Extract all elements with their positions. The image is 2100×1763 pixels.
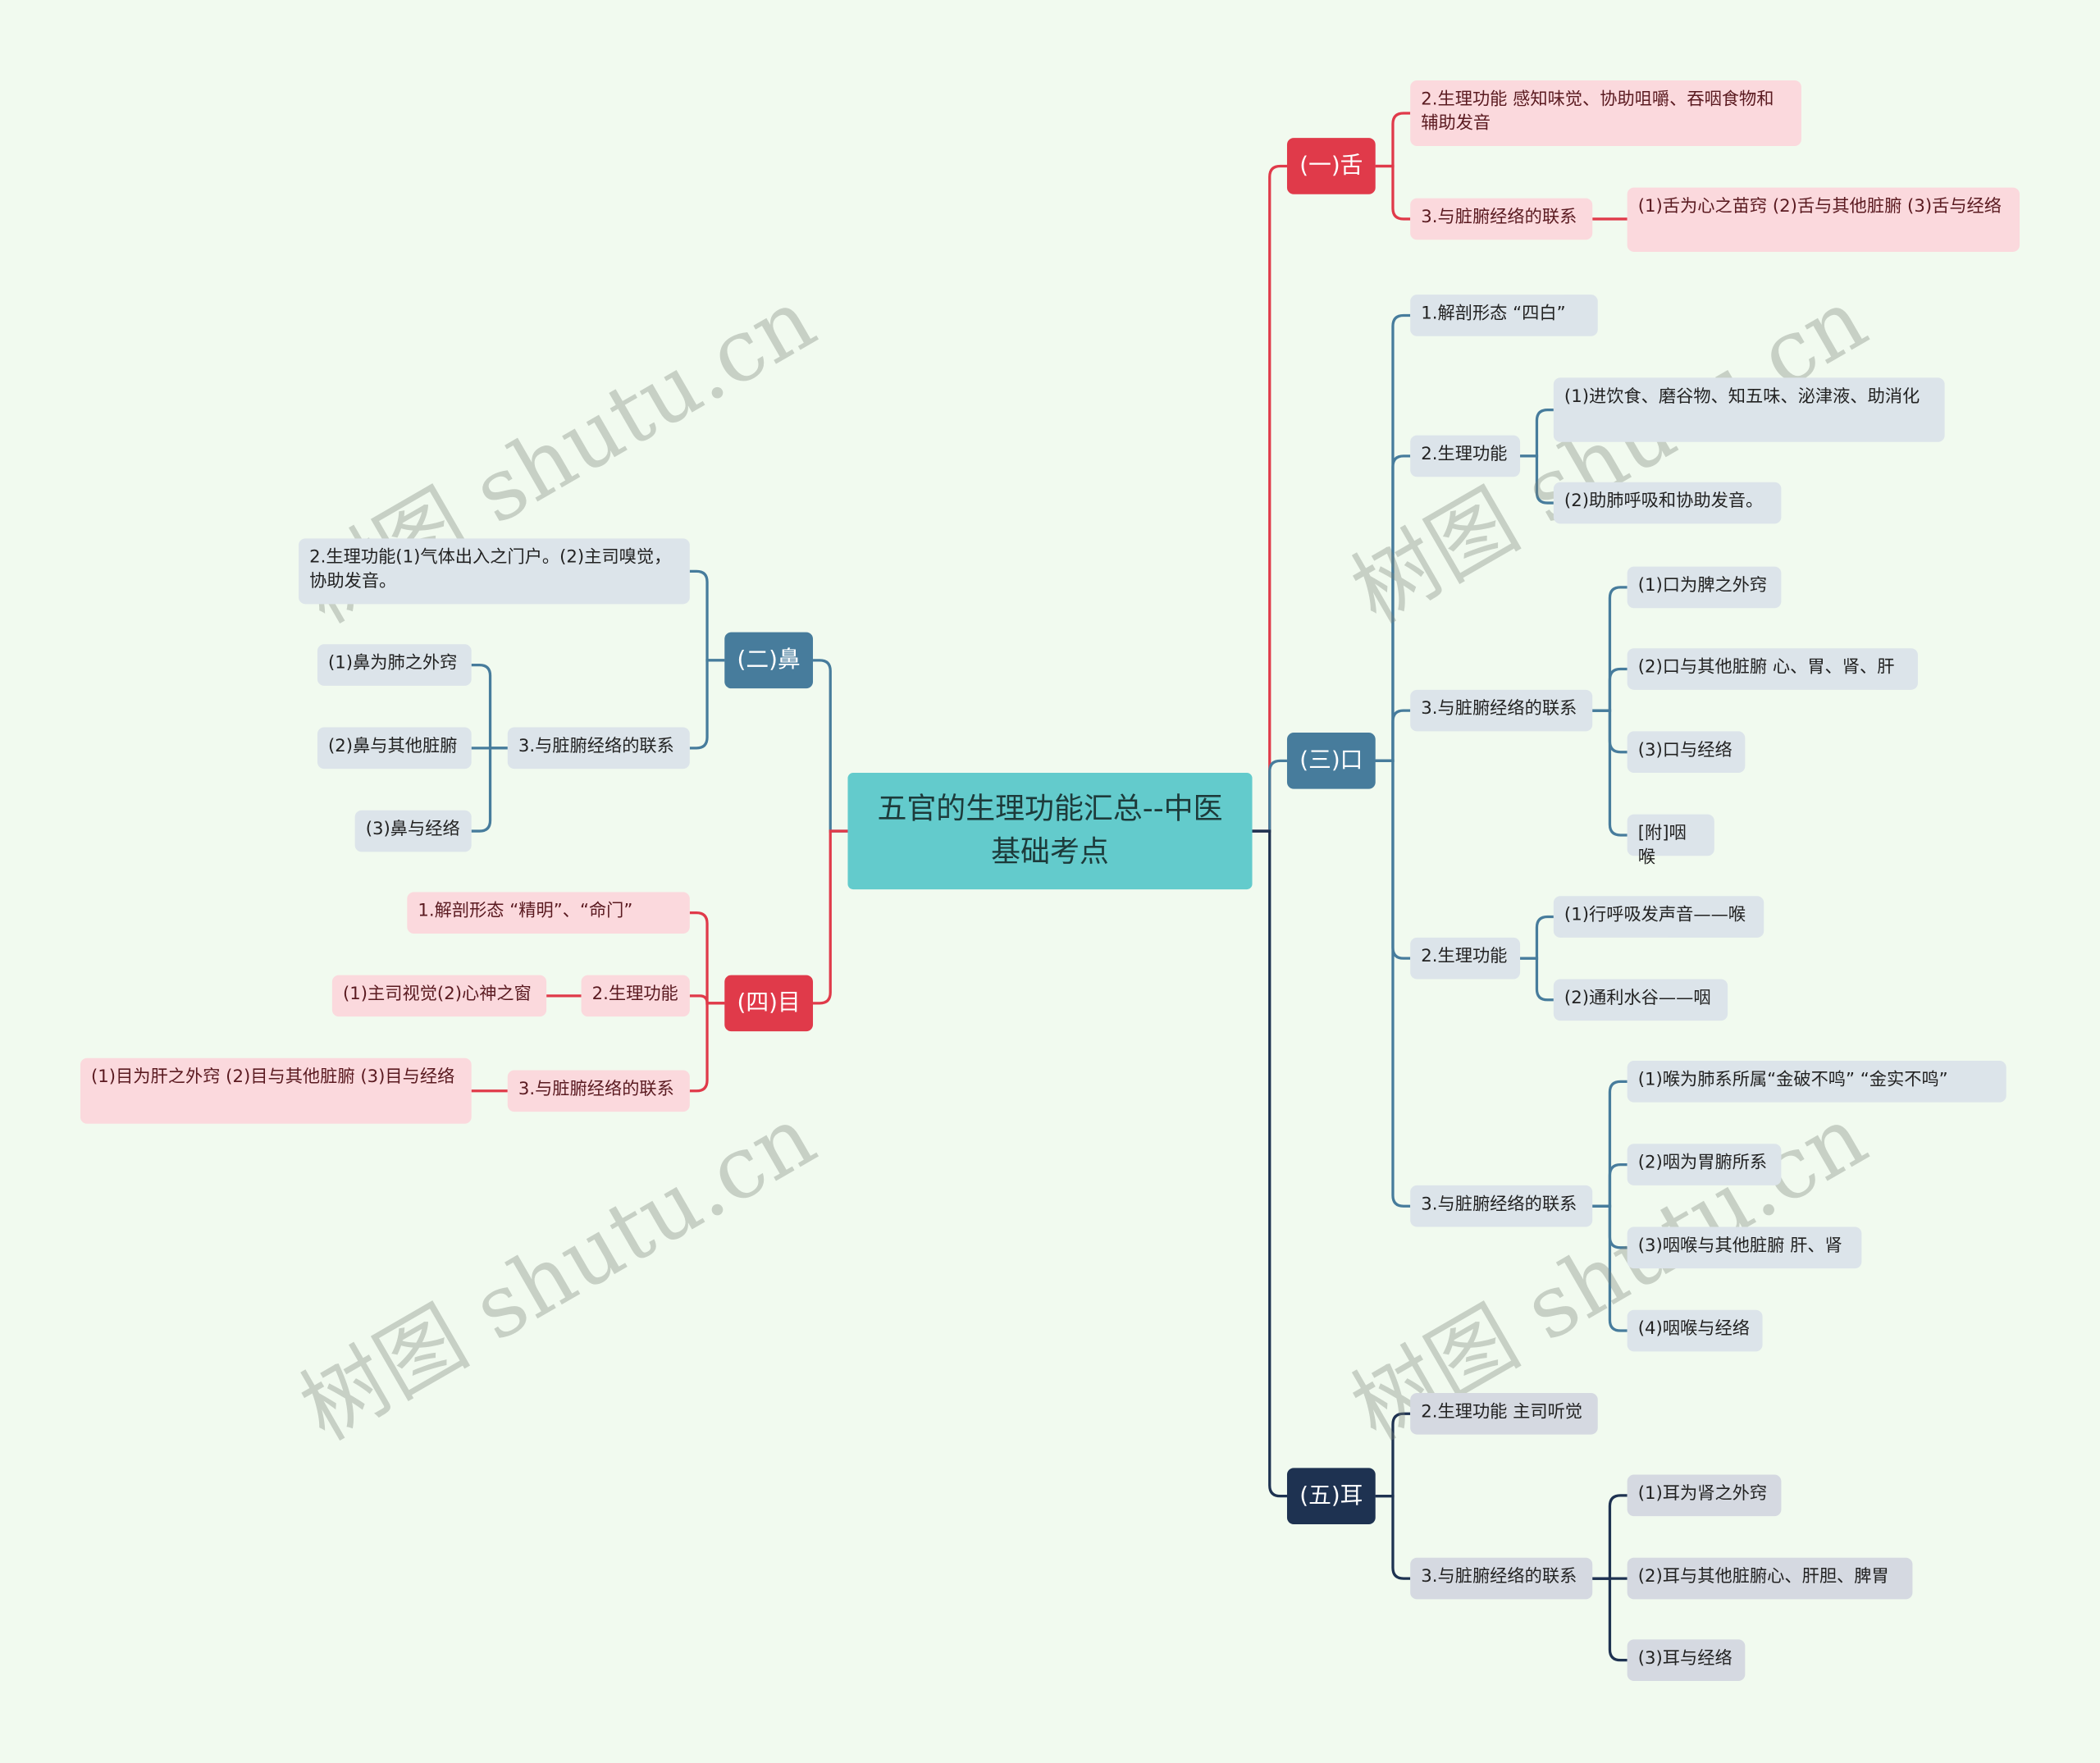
- topic-tongue[interactable]: (一)舌: [1286, 138, 1376, 194]
- connector-m5-m5a: [1592, 1080, 1628, 1208]
- connector-n-n2: [689, 659, 725, 750]
- connector-y-y3: [689, 1002, 725, 1093]
- mouth-relation[interactable]: 3.与脏腑经络的联系: [1410, 689, 1593, 732]
- central-topic[interactable]: 五官的生理功能汇总--中医基础考点: [847, 773, 1253, 890]
- list-item[interactable]: (2)通利水谷——咽: [1553, 979, 1728, 1021]
- connector-n-n1: [689, 569, 725, 662]
- tongue-function[interactable]: 2.生理功能 感知味觉、协助咀嚼、吞咽食物和辅助发音: [1410, 80, 1801, 146]
- list-item[interactable]: (3)鼻与经络: [354, 810, 472, 852]
- connector-m4-m4b: [1520, 957, 1554, 1002]
- connector-n2-n2a: [471, 663, 508, 750]
- nose-relation[interactable]: 3.与脏腑经络的联系: [507, 727, 690, 770]
- connector-center-m: [1252, 759, 1287, 833]
- connector-m5-m5b: [1592, 1162, 1628, 1208]
- list-item[interactable]: (1)进饮食、磨谷物、知五味、泌津液、助消化: [1553, 377, 1945, 442]
- topic-eye[interactable]: (四)目: [724, 975, 814, 1032]
- eye-relation[interactable]: 3.与脏腑经络的联系: [507, 1070, 690, 1112]
- tongue-relation-detail[interactable]: (1)舌为心之苗窍 (2)舌与其他脏腑 (3)舌与经络: [1627, 187, 2020, 252]
- connector-m2-m2b: [1520, 454, 1554, 505]
- ear-relation[interactable]: 3.与脏腑经络的联系: [1410, 1557, 1593, 1600]
- throat-relation[interactable]: 3.与脏腑经络的联系: [1410, 1185, 1593, 1227]
- connector-n2-n2c: [471, 747, 508, 833]
- list-item[interactable]: (2)耳与其他脏腑心、肝胆、脾胃: [1627, 1557, 1913, 1600]
- list-item[interactable]: (3)口与经络: [1627, 731, 1746, 774]
- list-item[interactable]: (2)助肺呼吸和协助发音。: [1553, 482, 1782, 524]
- list-item[interactable]: (1)耳为肾之外窍: [1627, 1474, 1782, 1517]
- connector-m2-m2a: [1520, 408, 1554, 458]
- connector-center-t: [1252, 164, 1287, 833]
- connector-t-t1: [1375, 112, 1411, 168]
- connector-m5-m5d: [1592, 1204, 1628, 1332]
- ear-function[interactable]: 2.生理功能 主司听觉: [1410, 1392, 1598, 1435]
- connector-m-m5: [1375, 759, 1411, 1208]
- mouth-function[interactable]: 2.生理功能: [1410, 435, 1521, 477]
- list-item[interactable]: (1)鼻为肺之外窍: [317, 644, 472, 686]
- connector-e-e2: [1375, 1495, 1411, 1580]
- connector-e-e1: [1375, 1412, 1411, 1498]
- mouth-anatomy[interactable]: 1.解剖形态 “四白”: [1410, 295, 1598, 336]
- list-item[interactable]: [附]咽喉: [1627, 814, 1714, 868]
- connector-m3-m3d: [1592, 709, 1628, 837]
- connector-t-t2: [1375, 164, 1411, 221]
- list-item[interactable]: (2)口与其他脏腑 心、胃、肾、肝: [1627, 648, 1918, 690]
- list-item[interactable]: (1)口为脾之外窍: [1627, 566, 1782, 609]
- connector-m-m1: [1375, 313, 1411, 762]
- list-item[interactable]: (1)行呼吸发声音——喉: [1553, 896, 1764, 938]
- list-item[interactable]: (3)咽喉与其他脏腑 肝、肾: [1627, 1226, 1862, 1269]
- list-item[interactable]: (1)喉为肺系所属“金破不鸣” “金实不鸣”: [1627, 1061, 2006, 1103]
- list-item[interactable]: (2)鼻与其他脏腑: [317, 727, 472, 770]
- connector-m-m2: [1375, 454, 1411, 762]
- list-item[interactable]: (4)咽喉与经络: [1627, 1309, 1763, 1352]
- connector-center-y: [813, 829, 848, 1005]
- tongue-relation[interactable]: 3.与脏腑经络的联系: [1410, 198, 1593, 240]
- connector-m3-m3b: [1592, 667, 1628, 712]
- topic-nose[interactable]: (二)鼻: [724, 632, 814, 689]
- eye-relation-detail[interactable]: (1)目为肝之外窍 (2)目与其他脏腑 (3)目与经络: [80, 1057, 472, 1124]
- connector-m-m3: [1375, 709, 1411, 762]
- list-item[interactable]: (3)耳与经络: [1627, 1639, 1746, 1681]
- connector-e2-e2a: [1592, 1494, 1628, 1580]
- nose-function[interactable]: 2.生理功能(1)气体出入之门户。(2)主司嗅觉，协助发音。: [299, 538, 690, 605]
- topic-mouth[interactable]: (三)口: [1286, 733, 1376, 789]
- eye-function-detail[interactable]: (1)主司视觉(2)心神之窗: [331, 975, 547, 1017]
- connector-center-n: [813, 659, 848, 833]
- connector-y-y1: [689, 911, 725, 1005]
- throat-function[interactable]: 2.生理功能: [1410, 937, 1521, 980]
- connector-m4-m4a: [1520, 915, 1554, 960]
- list-item[interactable]: (2)咽为胃腑所系: [1627, 1144, 1782, 1185]
- topic-ear[interactable]: (五)耳: [1286, 1468, 1376, 1524]
- eye-function[interactable]: 2.生理功能: [581, 975, 690, 1017]
- connector-m3-m3a: [1592, 586, 1628, 712]
- connector-e2-e2c: [1592, 1577, 1628, 1662]
- eye-anatomy[interactable]: 1.解剖形态 “精明”、“命门”: [407, 892, 690, 934]
- connector-center-e: [1252, 829, 1287, 1498]
